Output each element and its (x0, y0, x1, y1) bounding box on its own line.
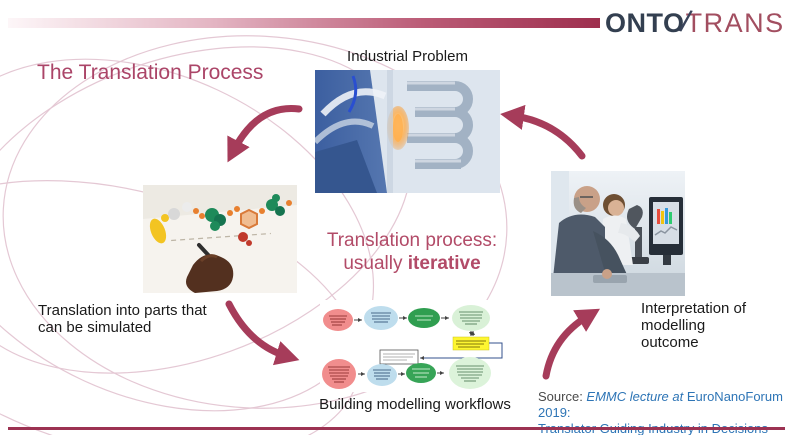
interpretation-line2: modelling (641, 317, 706, 334)
modelling-workflow-diagram (320, 300, 510, 392)
footer-rule (8, 427, 785, 430)
building-workflows-label: Building modelling workflows (319, 396, 511, 413)
logo-text-onto: ONTO (605, 7, 685, 38)
caption-line1: Translation process: (326, 230, 498, 251)
industrial-problem-label: Industrial Problem (347, 48, 468, 65)
left-caption-line1: Translation into parts that (38, 302, 207, 319)
interpretation-line3: outcome (641, 334, 699, 351)
page-title: The Translation Process (37, 61, 264, 84)
scientists-lab-photo (551, 171, 685, 296)
interpretation-line1: Interpretation of (641, 300, 747, 317)
molecule-drawing-photo (143, 185, 297, 293)
source-forum-link[interactable]: EuroNanoForum 2019: (538, 389, 783, 420)
ontotrans-logo: ONTO/TRANS (601, 3, 789, 41)
header-gradient-bar (8, 18, 600, 28)
left-caption-line2: can be simulated (38, 319, 152, 336)
source-prefix: Source: (538, 389, 587, 404)
interpretation-label: Interpretation of modelling outcome (641, 300, 771, 351)
orbit-ellipse (2, 35, 508, 409)
caption-line2-normal: usually (343, 253, 408, 274)
logo-text-trans: TRANS (685, 7, 785, 38)
translation-process-caption: Translation process: usually iterative (317, 229, 507, 275)
caption-line2-bold: iterative (407, 253, 481, 274)
industrial-problem-photo (315, 70, 500, 193)
translation-into-parts-label: Translation into parts that can be simul… (38, 302, 258, 336)
source-lecture-link[interactable]: EMMC lecture at (586, 389, 687, 404)
